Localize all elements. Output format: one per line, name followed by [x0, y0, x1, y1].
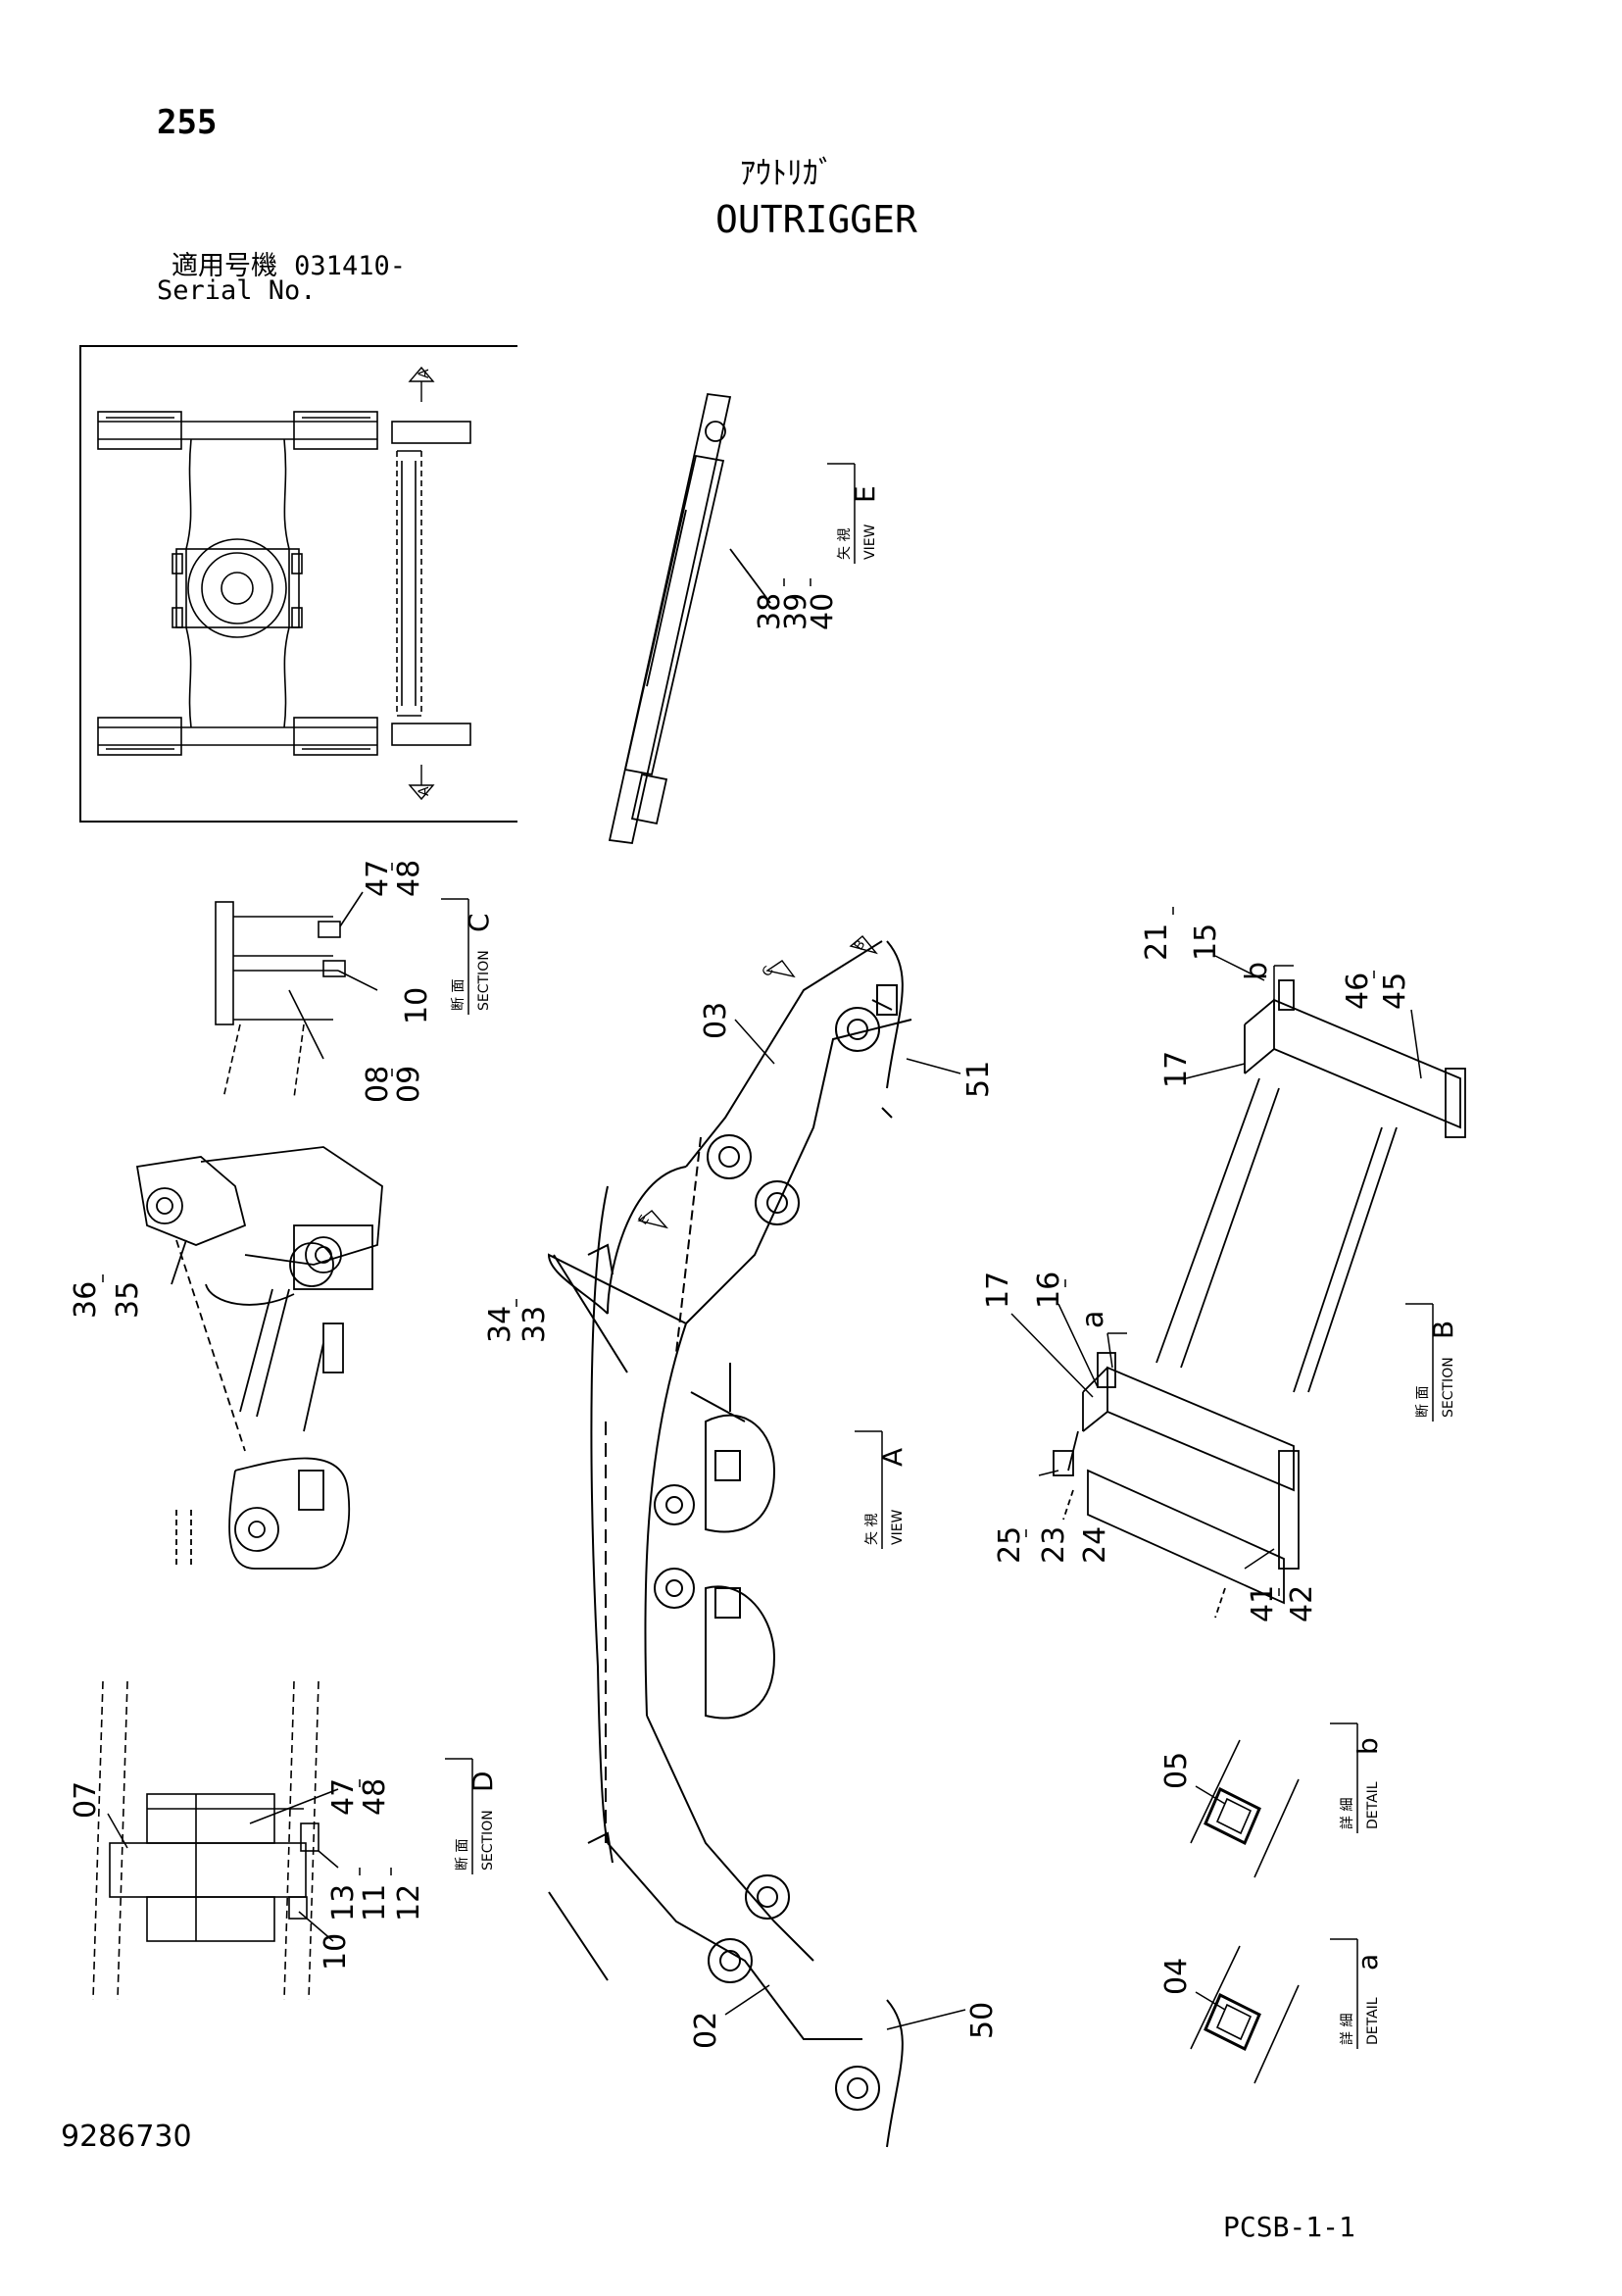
part-label: 41 [1246, 1585, 1280, 1622]
part-label: 13 [326, 1884, 361, 1922]
serial-value: 031410- [294, 251, 406, 281]
view-a-beam-drawing [547, 940, 912, 2148]
title-japanese: ｱｳﾄﾘｶﾞ [740, 154, 835, 191]
view-e-caption: 矢 視 VIEW E [827, 463, 881, 564]
caption-en: SECTION [476, 950, 492, 1011]
caption-en: VIEW [890, 1509, 906, 1545]
detail-b-caption: 詳 細 DETAIL b [1330, 1722, 1384, 1833]
page-number: 255 [157, 103, 218, 142]
part-label: 46 [1341, 973, 1375, 1010]
part-label: 51 [961, 1061, 996, 1098]
part-label: 48 [392, 860, 426, 897]
caption-jp: 詳 細 [1340, 2014, 1355, 2045]
caption-letter: E [849, 485, 881, 503]
caption-en: DETAIL [1365, 1781, 1381, 1829]
part-label: 50 [965, 2002, 1000, 2039]
section-b-drawing [1053, 979, 1466, 1619]
section-c-drawing [215, 891, 378, 1099]
part-label: 45 [1378, 973, 1412, 1010]
view-a-caption: 矢 視 VIEW A [855, 1430, 909, 1549]
part-label: 04 [1159, 1958, 1194, 1995]
detail-a-caption: 詳 細 DETAIL a [1330, 1938, 1384, 2049]
caption-en: SECTION [1441, 1357, 1456, 1418]
drawing-number: 9286730 [61, 2120, 192, 2154]
detail-b-drawing [1190, 1739, 1300, 1878]
detail-a-drawing [1190, 1945, 1300, 2084]
part-label: 48 [358, 1778, 392, 1816]
view-marker-b: B [849, 935, 878, 955]
part-label: 17 [1159, 1051, 1194, 1088]
part-label: 07 [69, 1781, 103, 1819]
part-label: 36 [69, 1281, 103, 1319]
caption-letter: a [1352, 1954, 1384, 1971]
section-c-caption: 断 面 SECTION C [441, 898, 495, 1015]
part-label: 08 [361, 1066, 395, 1103]
section-d-drawing [92, 1680, 319, 2001]
part-label: 33 [517, 1306, 552, 1343]
part-label: b [1240, 962, 1274, 980]
view-marker-e: E [636, 1210, 669, 1229]
serial-label-english: Serial No. [157, 275, 317, 306]
part-label: 10 [319, 1933, 353, 1971]
section-b-caption: 断 面 SECTION B [1405, 1303, 1459, 1422]
caption-letter: B [1427, 1321, 1459, 1339]
caption-jp: 断 面 [451, 979, 467, 1011]
part-label: 02 [689, 2012, 723, 2049]
caption-en: DETAIL [1365, 1997, 1381, 2045]
part-label: 21 [1140, 923, 1174, 961]
part-label: 15 [1189, 923, 1223, 961]
caption-letter: D [467, 1771, 499, 1792]
page-title: OUTRIGGER [715, 198, 917, 241]
part-label: 11 [358, 1884, 392, 1922]
caption-en: VIEW [862, 524, 878, 560]
view-marker-c: C [760, 960, 796, 979]
part-label: 47 [326, 1778, 361, 1816]
part-label: 38 [753, 593, 787, 630]
part-label: 40 [806, 593, 840, 630]
caption-jp: 矢 視 [837, 528, 853, 560]
svg-text:E: E [636, 1213, 653, 1227]
part-label: 39 [779, 593, 813, 630]
serial-label-japanese: 適用号機 031410- [172, 253, 406, 279]
caption-jp: 断 面 [455, 1839, 470, 1871]
part-label: 03 [699, 1002, 733, 1039]
section-d-caption: 断 面 SECTION D [445, 1758, 499, 1874]
overview-inset: A A [79, 345, 517, 823]
part-label: 23 [1037, 1526, 1071, 1564]
caption-jp: 断 面 [1415, 1386, 1431, 1418]
left-outrigger-drawing [135, 1146, 383, 1570]
part-label: 17 [981, 1272, 1015, 1309]
page-code: PCSB-1-1 [1223, 2211, 1355, 2243]
part-label: 16 [1032, 1272, 1066, 1309]
part-label: 42 [1285, 1585, 1319, 1622]
part-label: 12 [392, 1884, 426, 1922]
part-label: a [1076, 1311, 1110, 1328]
part-label: 24 [1078, 1526, 1112, 1564]
part-label: 34 [483, 1306, 517, 1343]
caption-letter: C [463, 913, 495, 932]
caption-letter: b [1352, 1737, 1384, 1755]
caption-jp: 矢 視 [864, 1514, 880, 1545]
view-e-cylinder [608, 393, 771, 844]
part-label: 09 [392, 1066, 426, 1103]
serial-label-jp: 適用号機 [172, 251, 277, 281]
part-label: 47 [361, 860, 395, 897]
svg-text:A: A [417, 369, 432, 378]
svg-text:A: A [417, 786, 432, 796]
part-label: 25 [993, 1526, 1027, 1564]
part-label: 35 [111, 1281, 145, 1319]
caption-letter: A [876, 1448, 909, 1467]
part-label: 10 [400, 987, 434, 1024]
part-label: 05 [1159, 1752, 1194, 1789]
caption-en: SECTION [480, 1810, 496, 1871]
caption-jp: 詳 細 [1340, 1798, 1355, 1829]
